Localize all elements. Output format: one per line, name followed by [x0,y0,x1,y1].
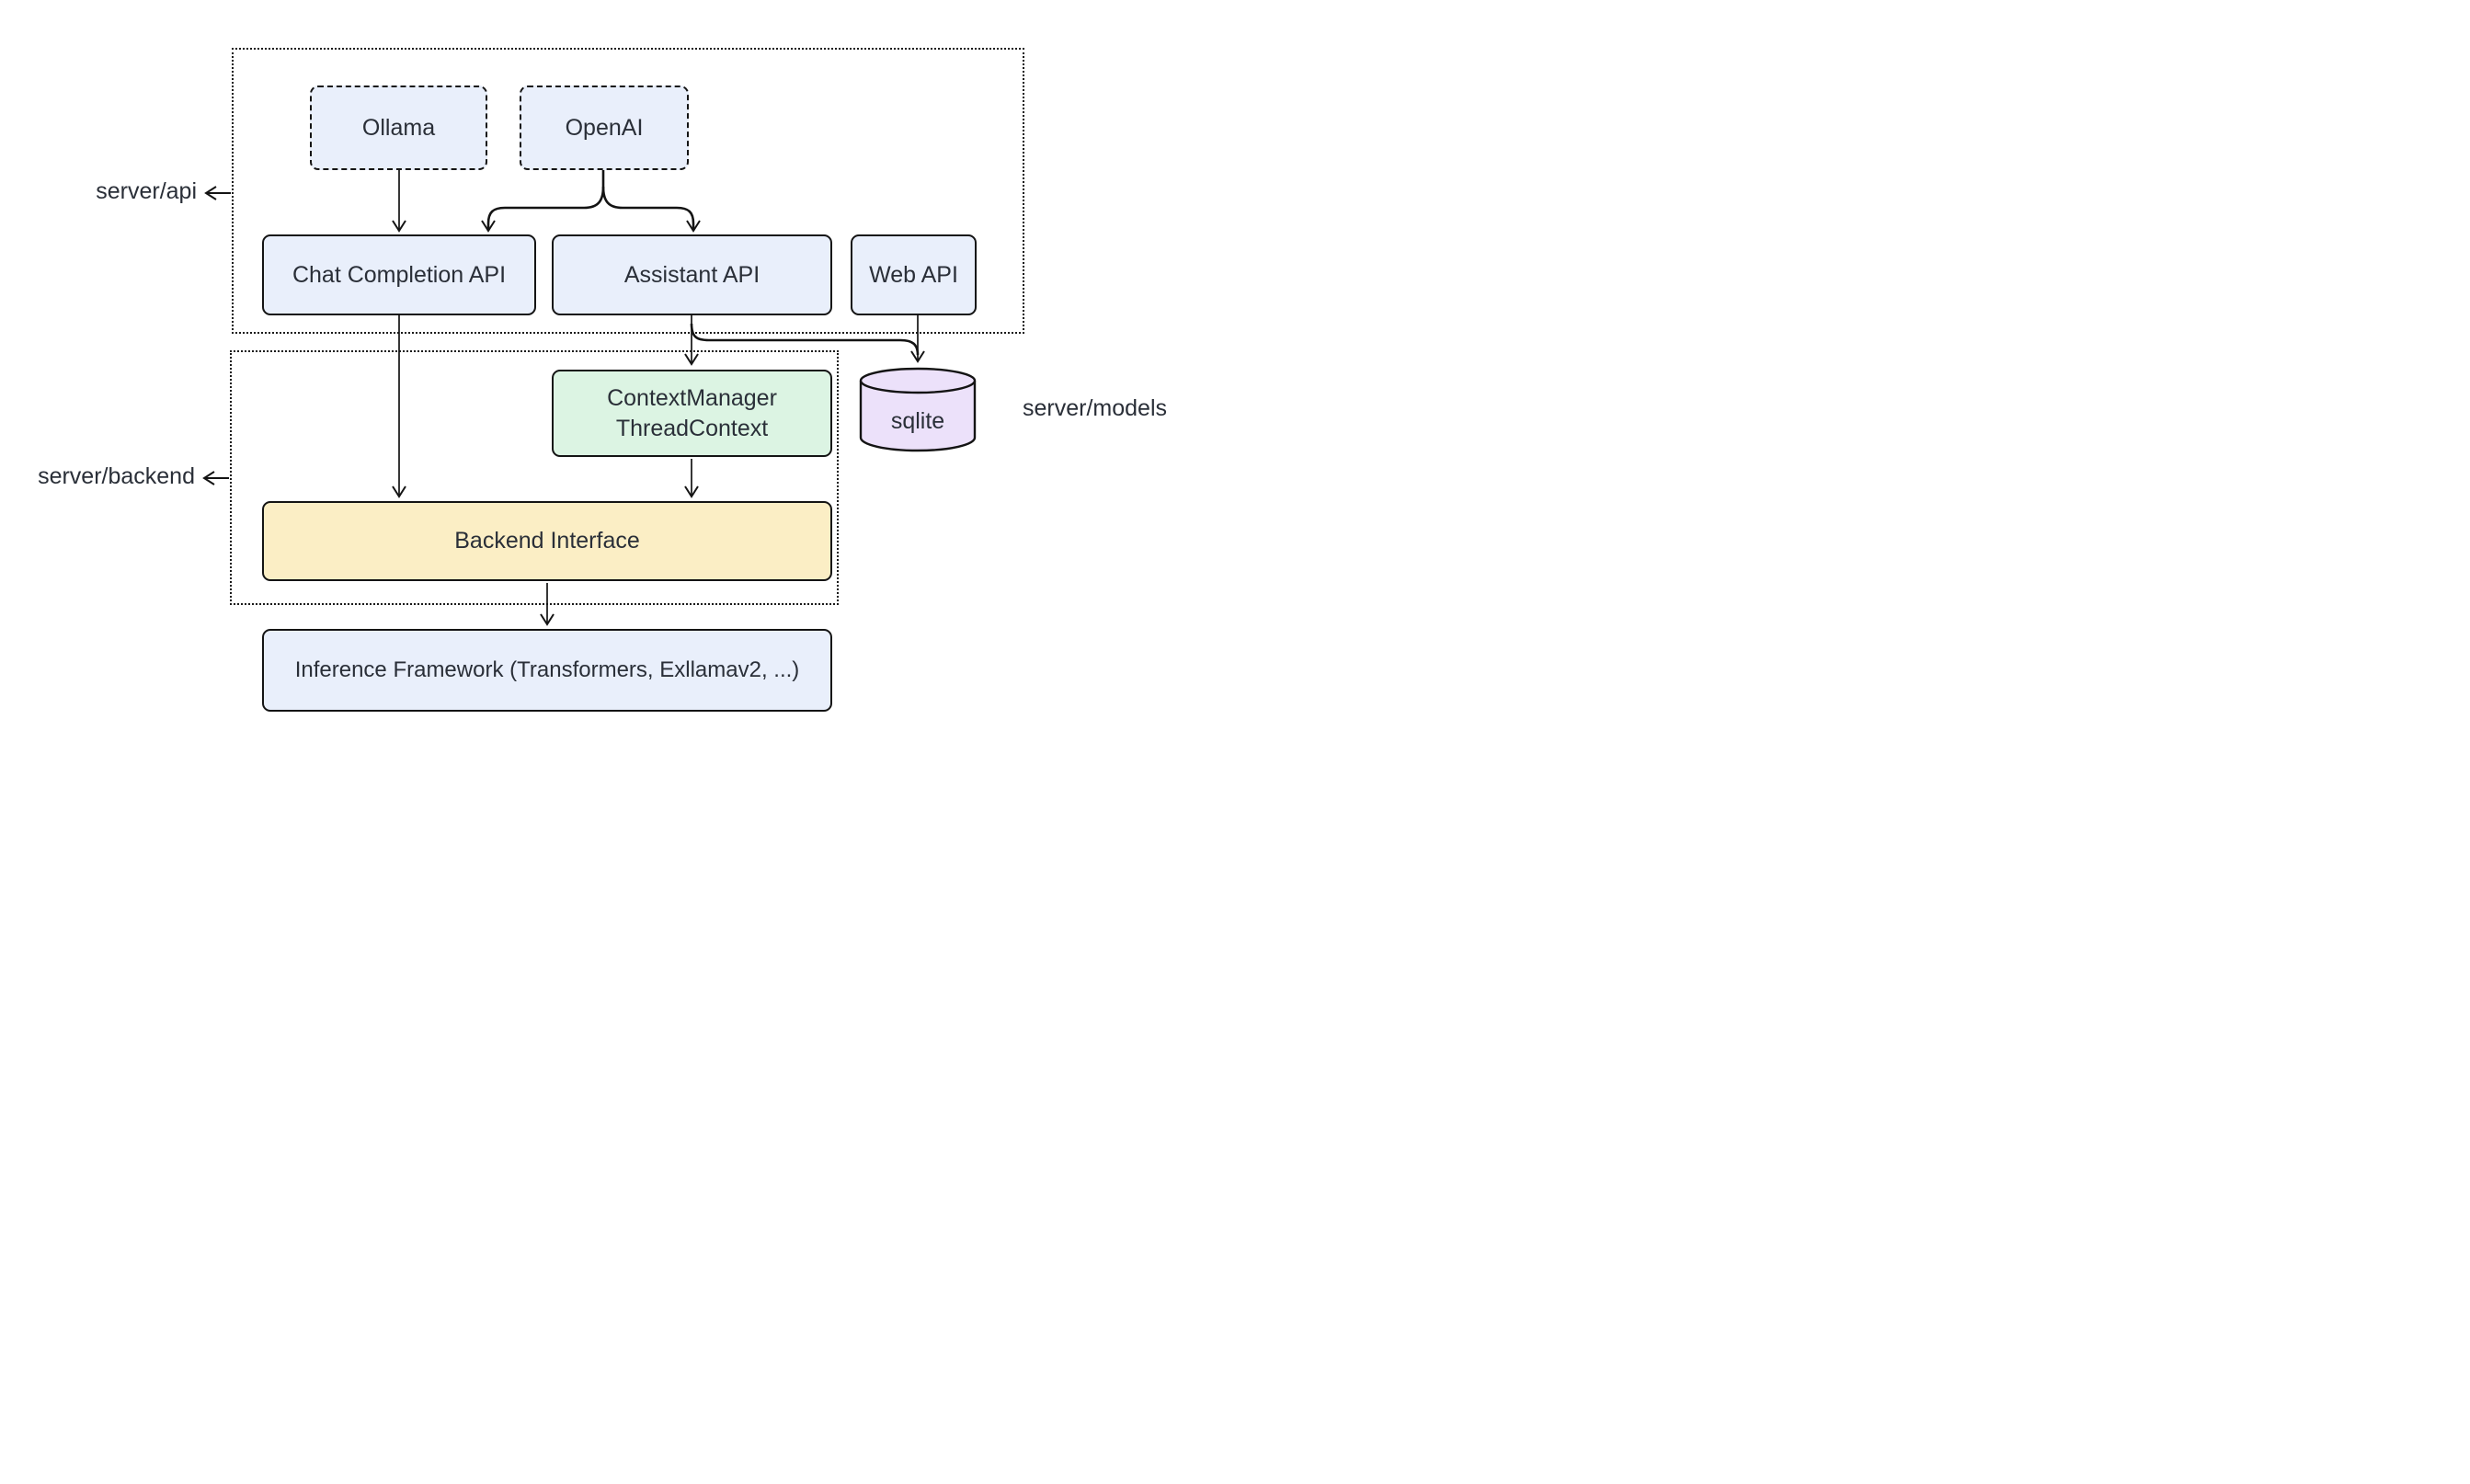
node-context-manager: ContextManager ThreadContext [552,370,832,457]
node-openai: OpenAI [520,86,689,170]
node-chat-completion-api: Chat Completion API [262,234,536,315]
group-server-api [232,48,1024,334]
node-context-manager-label-line2: ThreadContext [615,415,769,441]
group-server-backend [230,350,839,605]
node-assistant-api-label: Assistant API [623,261,760,288]
database-cylinder-icon: sqlite [859,367,977,452]
node-web-api-label: Web API [869,261,958,288]
node-assistant-api: Assistant API [552,234,832,315]
node-web-api: Web API [851,234,977,315]
architecture-diagram: server/api server/backend server/models … [0,0,1235,742]
node-sqlite-database-cylinder: sqlite [859,366,977,453]
node-inference-framework: Inference Framework (Transformers, Exlla… [262,629,832,712]
group-label-server-models: server/models [1023,395,1167,421]
node-backend-interface-label: Backend Interface [454,528,640,554]
node-ollama-label: Ollama [361,114,436,141]
node-context-manager-label-line1: ContextManager [607,385,777,411]
node-backend-interface: Backend Interface [262,501,832,581]
node-inference-framework-label: Inference Framework (Transformers, Exlla… [294,657,800,683]
node-openai-label: OpenAI [565,114,644,141]
node-chat-completion-api-label: Chat Completion API [292,261,507,288]
group-label-server-api: server/api [96,178,197,204]
node-sqlite-label: sqlite [891,408,944,434]
node-ollama: Ollama [310,86,487,170]
group-label-server-backend: server/backend [38,463,195,489]
